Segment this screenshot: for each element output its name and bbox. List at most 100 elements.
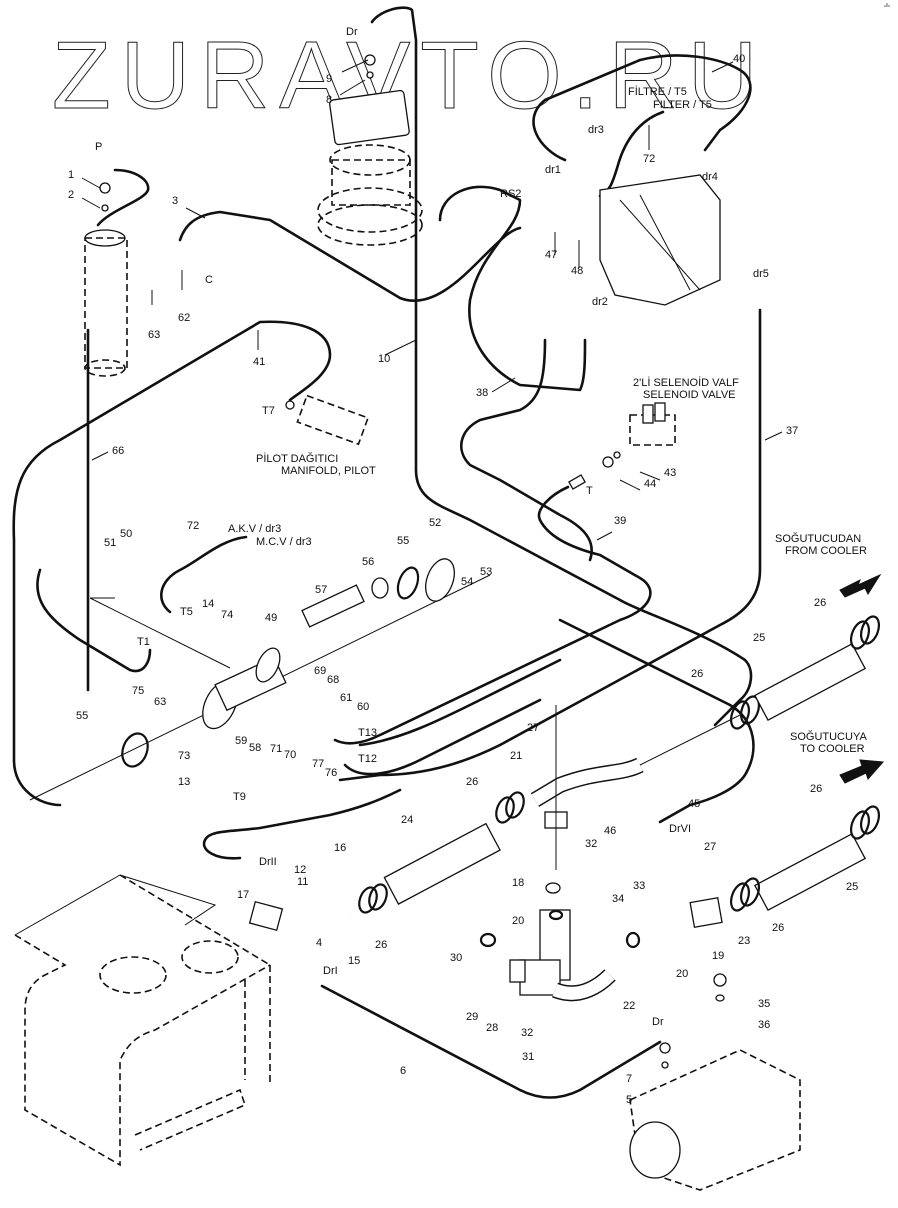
swing-motor xyxy=(317,54,423,246)
part-34: 34 xyxy=(612,893,624,905)
hose-40 xyxy=(532,54,752,162)
hose-45 xyxy=(558,618,755,824)
solenoid-valve xyxy=(568,402,676,490)
part-19: 19 xyxy=(712,950,724,962)
port-dr3: dr3 xyxy=(588,124,604,136)
part-72a: 72 xyxy=(187,520,199,532)
part-44: 44 xyxy=(644,478,656,490)
arrow-to-cooler xyxy=(839,759,885,784)
part-14: 14 xyxy=(202,598,214,610)
hose-38-lower xyxy=(460,338,593,562)
part-26a: 26 xyxy=(814,597,826,609)
part-26f: 26 xyxy=(772,922,784,934)
control-valve xyxy=(599,174,721,306)
part-72b: 72 xyxy=(643,153,655,165)
part-12: 12 xyxy=(294,864,306,876)
part-26e: 26 xyxy=(375,939,387,951)
part-10: 10 xyxy=(378,353,390,365)
port-labels: P C Dr Dr dr1 dr2 dr3 dr4 dr5 RS2 T T1 T… xyxy=(95,26,769,1028)
part-63a: 63 xyxy=(148,329,160,341)
port-c: C xyxy=(205,274,213,286)
hose-t1 xyxy=(36,568,152,673)
part-number-labels: 1 2 3 4 5 6 7 8 9 10 11 12 13 14 15 16 1… xyxy=(68,53,858,1106)
port-t13: T13 xyxy=(358,727,377,739)
label-solenoid-tr: 2'Lİ SELENOİD VALF xyxy=(633,376,739,389)
part-20b: 20 xyxy=(676,968,688,980)
part-55b: 55 xyxy=(76,710,88,722)
port-dr4: dr4 xyxy=(702,171,718,183)
part-56: 56 xyxy=(362,556,374,568)
label-to-cooler-tr: SOĞUTUCUYA xyxy=(790,730,867,743)
part-7: 7 xyxy=(626,1073,632,1085)
part-3: 3 xyxy=(172,195,178,207)
label-pilot-manifold-tr: PİLOT DAĞITICI xyxy=(256,452,338,465)
part-28: 28 xyxy=(486,1022,498,1034)
part-69: 69 xyxy=(314,665,326,677)
part-1: 1 xyxy=(68,169,74,181)
part-37: 37 xyxy=(786,425,798,437)
part-27b: 27 xyxy=(704,841,716,853)
part-16: 16 xyxy=(334,842,346,854)
part-15: 15 xyxy=(348,955,360,967)
part-36: 36 xyxy=(758,1019,770,1031)
hose-72-lower xyxy=(160,535,248,614)
label-filter-t5-en: FILTER / T5 xyxy=(653,99,712,111)
port-drii: DrII xyxy=(259,856,277,868)
part-30: 30 xyxy=(450,952,462,964)
port-p: P xyxy=(95,141,102,153)
hose-10 xyxy=(370,6,753,727)
part-76: 76 xyxy=(325,767,337,779)
part-54: 54 xyxy=(461,576,473,588)
hose-41 xyxy=(12,320,332,807)
label-akv-dr3: A.K.V / dr3 xyxy=(228,523,281,535)
part-27a: 27 xyxy=(527,722,539,734)
part-40: 40 xyxy=(733,53,745,65)
part-55a: 55 xyxy=(397,535,409,547)
hose-t12 xyxy=(343,698,542,776)
hose-lines xyxy=(12,6,762,1099)
part-77: 77 xyxy=(312,758,324,770)
part-2: 2 xyxy=(68,189,74,201)
part-63b: 63 xyxy=(154,696,166,708)
part-32a: 32 xyxy=(585,838,597,850)
part-48: 48 xyxy=(571,265,583,277)
part-6: 6 xyxy=(400,1065,406,1077)
part-43: 43 xyxy=(664,467,676,479)
part-59: 59 xyxy=(235,735,247,747)
pilot-manifold xyxy=(285,394,370,446)
part-61: 61 xyxy=(340,692,352,704)
port-dr5: dr5 xyxy=(753,268,769,280)
part-73: 73 xyxy=(178,750,190,762)
hose-drii xyxy=(202,788,402,860)
part-26d: 26 xyxy=(810,783,822,795)
label-solenoid-en: SELENOID VALVE xyxy=(643,389,736,401)
part-32b: 32 xyxy=(521,1027,533,1039)
filter-assembly xyxy=(29,558,491,801)
hose-t13 xyxy=(358,658,562,747)
part-39: 39 xyxy=(614,515,626,527)
port-t7: T7 xyxy=(262,405,275,417)
part-25a: 25 xyxy=(753,632,765,644)
part-60: 60 xyxy=(357,701,369,713)
port-rs2: RS2 xyxy=(500,188,521,200)
corner-mark xyxy=(884,3,890,7)
part-57: 57 xyxy=(315,584,327,596)
part-52: 52 xyxy=(429,517,441,529)
part-21: 21 xyxy=(510,750,522,762)
hose-6 xyxy=(320,984,662,1099)
hose-37 xyxy=(338,308,762,782)
part-68: 68 xyxy=(327,674,339,686)
part-70: 70 xyxy=(284,749,296,761)
hose-39 xyxy=(333,485,652,745)
port-t12: T12 xyxy=(358,753,377,765)
port-drvi: DrVI xyxy=(669,823,691,835)
part-22: 22 xyxy=(623,1000,635,1012)
label-filter-t5-tr: FİLTRE / T5 xyxy=(628,85,687,98)
port-t9: T9 xyxy=(233,791,246,803)
hose-p xyxy=(96,168,150,227)
part-26b: 26 xyxy=(691,668,703,680)
port-dr-top: Dr xyxy=(346,26,358,38)
part-23: 23 xyxy=(738,935,750,947)
part-53: 53 xyxy=(480,566,492,578)
part-66: 66 xyxy=(112,445,124,457)
